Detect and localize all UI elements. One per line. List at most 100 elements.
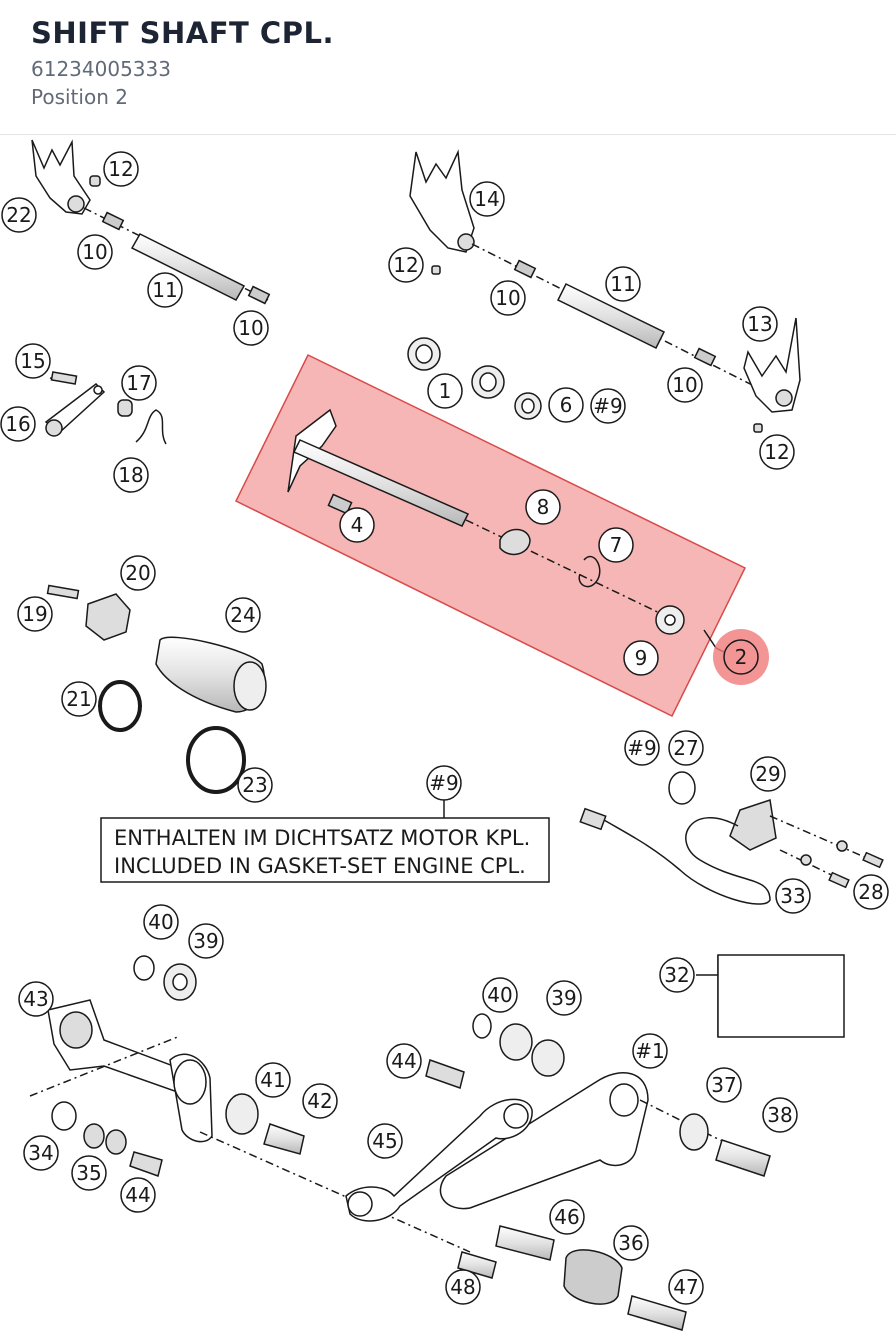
callout-16[interactable]: 16	[0, 406, 36, 442]
callout-11[interactable]: 11	[147, 272, 183, 308]
callout-6[interactable]: 6	[548, 387, 584, 423]
callout-7[interactable]: 7	[598, 527, 634, 563]
callout-label: 14	[474, 187, 499, 211]
callout-28[interactable]: 28	[853, 874, 889, 910]
callout-46[interactable]: 46	[549, 1199, 585, 1235]
callout-12[interactable]: 12	[103, 151, 139, 187]
note-line-de: ENTHALTEN IM DICHTSATZ MOTOR KPL.	[114, 826, 530, 850]
callout-35[interactable]: 35	[71, 1155, 107, 1191]
page-title: SHIFT SHAFT CPL.	[31, 16, 334, 50]
callout-44[interactable]: 44	[386, 1043, 422, 1079]
callout-layer: 22121011101412101113101216#9151716184879…	[0, 151, 889, 1305]
callout-32[interactable]: 32	[659, 957, 695, 993]
note-line-en: INCLUDED IN GASKET-SET ENGINE CPL.	[114, 854, 526, 878]
callout-44[interactable]: 44	[120, 1177, 156, 1213]
callout-1[interactable]: 1	[427, 373, 463, 409]
callout-42[interactable]: 42	[302, 1083, 338, 1119]
callout-37[interactable]: 37	[706, 1067, 742, 1103]
callout-label: 32	[664, 963, 689, 987]
callout-label: 8	[537, 495, 550, 519]
callout-10[interactable]: 10	[233, 310, 269, 346]
callout-27[interactable]: 27	[668, 730, 704, 766]
callout-label: 19	[22, 602, 47, 626]
callout-label: 22	[6, 203, 31, 227]
callout-label: 24	[230, 603, 255, 627]
callout-label: 39	[551, 986, 576, 1010]
callout-40[interactable]: 40	[143, 904, 179, 940]
exploded-parts-diagram: 22121011101412101113101216#9151716184879…	[0, 139, 889, 1331]
callout-10[interactable]: 10	[490, 280, 526, 316]
callout-18[interactable]: 18	[113, 457, 149, 493]
callout-10[interactable]: 10	[77, 234, 113, 270]
callout-label: 12	[393, 253, 418, 277]
parts-line-art	[29, 139, 884, 1331]
callout-20[interactable]: 20	[120, 555, 156, 591]
callout-19[interactable]: 19	[17, 596, 53, 632]
callout-label: 11	[610, 272, 635, 296]
callout-39[interactable]: 39	[188, 923, 224, 959]
callout-40[interactable]: 40	[482, 977, 518, 1013]
callout-14[interactable]: 14	[469, 181, 505, 217]
callout-34[interactable]: 34	[23, 1135, 59, 1171]
callout-label: 6	[560, 393, 573, 417]
callout-38[interactable]: 38	[762, 1097, 798, 1133]
gasket-set-note: ENTHALTEN IM DICHTSATZ MOTOR KPL. INCLUD…	[100, 800, 550, 883]
highlighted-assembly-area[interactable]	[234, 353, 747, 718]
callout-29[interactable]: 29	[750, 756, 786, 792]
callout-41[interactable]: 41	[255, 1062, 291, 1098]
callout-2[interactable]: 2	[713, 629, 769, 685]
callout-label: 39	[193, 929, 218, 953]
callout-47[interactable]: 47	[668, 1269, 704, 1305]
callout-label: #9	[593, 394, 622, 418]
callout-label: 42	[307, 1089, 332, 1113]
callout-45[interactable]: 45	[367, 1123, 403, 1159]
callout-hash-9[interactable]: #9	[624, 730, 660, 766]
callout-label: 46	[554, 1205, 579, 1229]
callout-label: 2	[735, 645, 748, 669]
callout-label: 15	[20, 349, 45, 373]
callout-10[interactable]: 10	[667, 367, 703, 403]
callout-39[interactable]: 39	[546, 980, 582, 1016]
callout-17[interactable]: 17	[121, 365, 157, 401]
callout-label: 10	[238, 316, 263, 340]
callout-hash-1[interactable]: #1	[632, 1033, 668, 1069]
callout-label: #9	[429, 771, 458, 795]
callout-label: 40	[148, 910, 173, 934]
callout-label: 44	[125, 1183, 150, 1207]
callout-label: 29	[755, 762, 780, 786]
callout-label: 35	[76, 1161, 101, 1185]
callout-48[interactable]: 48	[445, 1269, 481, 1305]
callout-label: 47	[673, 1275, 698, 1299]
callout-23[interactable]: 23	[237, 767, 273, 803]
callout-label: 16	[5, 412, 30, 436]
callout-11[interactable]: 11	[605, 266, 641, 302]
callout-13[interactable]: 13	[742, 306, 778, 342]
callout-24[interactable]: 24	[225, 597, 261, 633]
callout-21[interactable]: 21	[61, 681, 97, 717]
callout-33[interactable]: 33	[775, 878, 811, 914]
callout-label: 20	[125, 561, 150, 585]
callout-label: 37	[711, 1073, 736, 1097]
callout-12[interactable]: 12	[388, 247, 424, 283]
callout-label: 45	[372, 1129, 397, 1153]
callout-8[interactable]: 8	[525, 489, 561, 525]
callout-4[interactable]: 4	[339, 507, 375, 543]
callout-9[interactable]: 9	[623, 640, 659, 676]
callout-36[interactable]: 36	[613, 1225, 649, 1261]
callout-label: 27	[673, 736, 698, 760]
callout-label: #9	[627, 736, 656, 760]
callout-label: 4	[351, 513, 364, 537]
callout-label: 34	[28, 1141, 53, 1165]
callout-12[interactable]: 12	[759, 434, 795, 470]
callout-label: 12	[764, 440, 789, 464]
callout-22[interactable]: 22	[1, 197, 37, 233]
callout-label: 9	[635, 646, 648, 670]
callout-label: 21	[66, 687, 91, 711]
callout-label: 10	[495, 286, 520, 310]
callout-label: 10	[82, 240, 107, 264]
callout-15[interactable]: 15	[15, 343, 51, 379]
callout-43[interactable]: 43	[18, 981, 54, 1017]
callout-label: 33	[780, 884, 805, 908]
callout-hash-9[interactable]: #9	[426, 765, 462, 801]
callout-hash-9[interactable]: #9	[590, 388, 626, 424]
